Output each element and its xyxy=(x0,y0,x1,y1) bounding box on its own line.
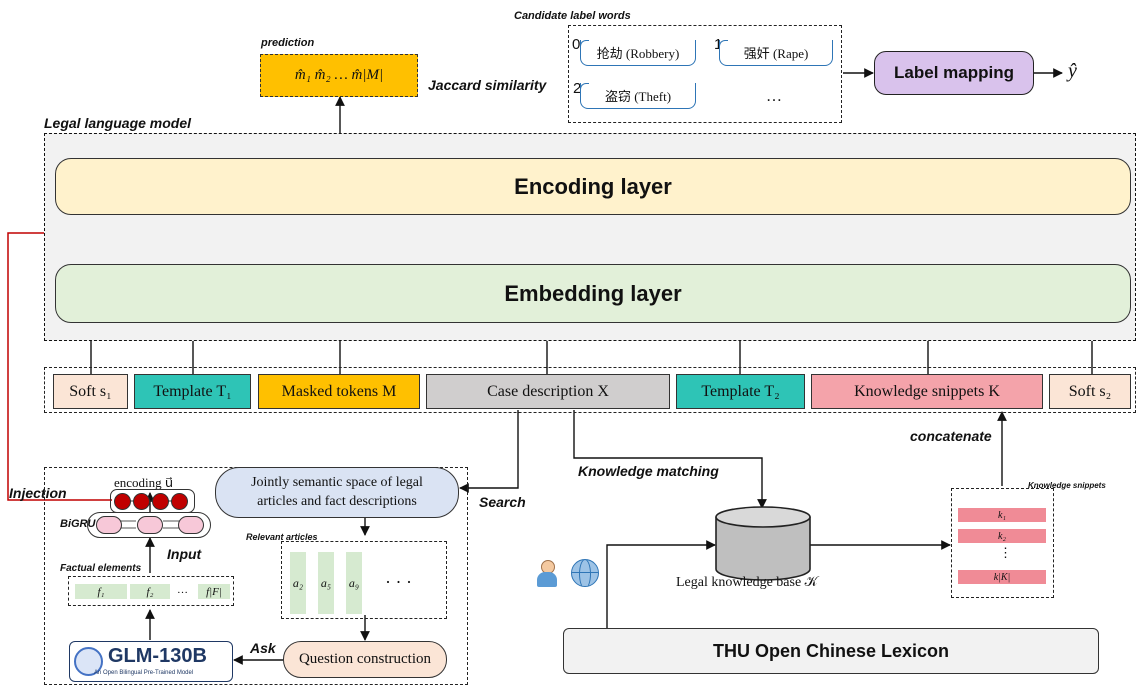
snippet-k1: k₁ xyxy=(958,508,1046,522)
candidate-rape: 强奸 (Rape) xyxy=(719,40,833,66)
kb-label: Legal knowledge base 𝒦 xyxy=(676,575,818,590)
prediction-label: prediction xyxy=(261,37,315,49)
bigru-label: BiGRU xyxy=(60,518,96,530)
candidate-robbery: 抢劫 (Robbery) xyxy=(580,40,696,66)
glm-subtitle: An Open Bilingual Pre-Trained Model xyxy=(94,670,194,676)
snippet-kK: k|K| xyxy=(958,570,1046,584)
factual-f1: f₁ xyxy=(75,584,127,599)
question-construction: Question construction xyxy=(283,641,447,678)
article-a5: a₅ xyxy=(318,552,334,614)
knowledge-matching-label: Knowledge matching xyxy=(578,463,719,479)
injection-label: Injection xyxy=(9,485,67,501)
snippet-k2: k₂ xyxy=(958,529,1046,543)
glm-name: GLM-130B xyxy=(108,645,207,667)
factual-ellipsis: … xyxy=(177,584,188,596)
articles-more: · · · xyxy=(385,572,412,592)
candidate-theft: 盗窃 (Theft) xyxy=(580,83,696,109)
article-a2: a₂ xyxy=(290,552,306,614)
prediction-box: m̂₁ m̂₂ … m̂|M| xyxy=(260,54,418,97)
snippets-box xyxy=(951,488,1054,598)
factual-title: Factual elements xyxy=(60,563,142,574)
candidates-title: Candidate label words xyxy=(514,10,631,22)
candidate-1-num: 1 xyxy=(714,36,722,53)
label-mapping-box: Label mapping xyxy=(874,51,1034,95)
input-soft-s2: Soft s₂ xyxy=(1049,374,1131,409)
encoding-unit-1 xyxy=(114,493,131,510)
thu-lexicon: THU Open Chinese Lexicon xyxy=(563,628,1099,674)
candidate-ellipsis: … xyxy=(766,88,782,105)
lm-title: Legal language model xyxy=(44,115,192,131)
candidate-0-num: 0 xyxy=(572,36,581,53)
bigru-box xyxy=(87,512,211,538)
encoding-u-label: encoding u⃗ xyxy=(114,475,174,490)
jaccard-label: Jaccard similarity xyxy=(428,77,547,93)
database-icon xyxy=(715,506,811,581)
input-label: Input xyxy=(167,546,202,562)
glm-logo-icon xyxy=(74,647,103,676)
encoding-layer: Encoding layer xyxy=(55,158,1131,215)
globe-icon xyxy=(571,559,599,587)
glm-logo: GLM-130B An Open Bilingual Pre-Trained M… xyxy=(69,641,233,682)
bigru-cell-3 xyxy=(178,516,204,534)
ask-label: Ask xyxy=(250,640,276,656)
search-label: Search xyxy=(479,494,526,510)
snippet-ellipsis: ⋮ xyxy=(999,545,1012,560)
candidates-box xyxy=(568,25,842,123)
encoding-unit-4 xyxy=(171,493,188,510)
input-template-t1: Template T₁ xyxy=(134,374,251,409)
relevant-articles-box xyxy=(281,541,447,619)
article-a9: a₉ xyxy=(346,552,362,614)
input-masked-tokens: Masked tokens M xyxy=(258,374,420,409)
inputs-row xyxy=(44,367,1136,413)
factual-box xyxy=(68,576,234,606)
bigru-cell-1 xyxy=(96,516,122,534)
input-knowledge-snippets: Knowledge snippets K xyxy=(811,374,1043,409)
joint-semantic-space: Jointly semantic space of legal articles… xyxy=(215,467,459,518)
concatenate-label: concatenate xyxy=(910,428,992,444)
relevant-title: Relevant articles xyxy=(246,532,318,542)
candidate-2-num: 2 xyxy=(573,80,582,97)
expert-icon xyxy=(536,560,558,588)
factual-fF: f|F| xyxy=(198,584,230,599)
snippets-title: Knowledge snippets xyxy=(1028,481,1106,490)
bigru-cell-2 xyxy=(137,516,163,534)
embedding-layer: Embedding layer xyxy=(55,264,1131,323)
input-case-description: Case description X xyxy=(426,374,670,409)
input-soft-s1: Soft s₁ xyxy=(53,374,128,409)
factual-f2: f₂ xyxy=(130,584,170,599)
y-hat: ŷ xyxy=(1068,60,1077,82)
encoding-unit-2 xyxy=(133,493,150,510)
input-template-t2: Template T₂ xyxy=(676,374,805,409)
encoding-unit-3 xyxy=(152,493,169,510)
